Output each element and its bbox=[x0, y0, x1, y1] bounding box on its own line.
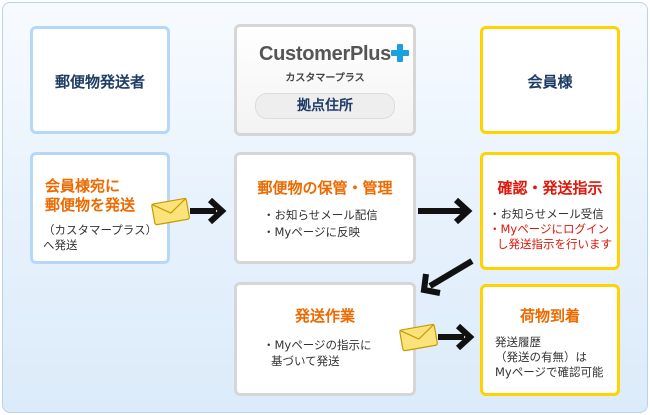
member-box: 会員様 bbox=[480, 26, 620, 134]
base-address-pill: 拠点住所 bbox=[255, 93, 395, 119]
step5-text: 発送履歴 （発送の有無）は Myページで確認可能 bbox=[495, 335, 604, 380]
step4-bullet-line1: ・Myページの指示に bbox=[263, 338, 372, 352]
envelope-icon bbox=[151, 197, 190, 226]
arrow-right-icon bbox=[438, 324, 475, 350]
step4-title: 発送作業 bbox=[294, 307, 355, 325]
step3-bullet-1: ・お知らせメール受信 bbox=[489, 207, 604, 221]
arrow-down-left-icon bbox=[420, 258, 474, 296]
step1-title-line1: 会員様宛に bbox=[45, 177, 121, 195]
plus-icon bbox=[391, 44, 409, 62]
step5-line3: Myページで確認可能 bbox=[495, 365, 604, 379]
logo-text: CustomerPlus bbox=[259, 43, 391, 65]
sender-box: 郵便物発送者 bbox=[30, 26, 170, 134]
step4-box: 発送作業 ・Myページの指示に 基づいて発送 bbox=[234, 282, 416, 396]
step1-note-line2: へ発送 bbox=[43, 238, 78, 252]
step3-bullets: ・お知らせメール受信 ・Myページにログイン し発送指示を行います bbox=[489, 207, 612, 252]
step2-bullet-1: ・お知らせメール配信 bbox=[263, 208, 378, 222]
step3-bullet-2-line1: ・Myページにログイン bbox=[489, 222, 609, 236]
envelope-icon bbox=[399, 323, 438, 352]
step3-box: 確認・発送指示 ・お知らせメール受信 ・Myページにログイン し発送指示を行いま… bbox=[480, 152, 620, 270]
member-label: 会員様 bbox=[527, 73, 573, 91]
step5-line2: （発送の有無）は bbox=[495, 350, 587, 364]
step5-line1: 発送履歴 bbox=[495, 335, 541, 349]
step3-bullet-2-line2: し発送指示を行います bbox=[497, 237, 612, 251]
logo-wordmark: CustomerPlus bbox=[237, 43, 413, 66]
step1-box: 会員様宛に 郵便物を発送 （カスタマープラス） へ発送 bbox=[30, 152, 170, 264]
step1-note: （カスタマープラス） へ発送 bbox=[43, 223, 157, 253]
arrow-right-icon bbox=[190, 198, 227, 224]
step2-bullet-2: ・Myページに反映 bbox=[263, 225, 360, 239]
step1-title-line2: 郵便物を発送 bbox=[45, 196, 136, 214]
step4-bullets: ・Myページの指示に 基づいて発送 bbox=[263, 337, 372, 369]
logo-subtitle: カスタマープラス bbox=[285, 73, 365, 84]
step2-box: 郵便物の保管・管理 ・お知らせメール配信 ・Myページに反映 bbox=[234, 152, 416, 264]
arrow-right-icon bbox=[418, 198, 473, 224]
step2-title: 郵便物の保管・管理 bbox=[257, 179, 393, 197]
step4-bullet-line2: 基づいて発送 bbox=[271, 354, 340, 368]
step2-bullets: ・お知らせメール配信 ・Myページに反映 bbox=[263, 207, 378, 241]
step1-title: 会員様宛に 郵便物を発送 bbox=[45, 177, 135, 215]
step5-title: 荷物到着 bbox=[519, 307, 580, 325]
base-box: CustomerPlus カスタマープラス 拠点住所 bbox=[234, 24, 416, 136]
sender-label: 郵便物発送者 bbox=[54, 73, 145, 91]
step3-title: 確認・発送指示 bbox=[497, 179, 603, 197]
step1-note-line1: （カスタマープラス） bbox=[43, 223, 158, 237]
step5-box: 荷物到着 発送履歴 （発送の有無）は Myページで確認可能 bbox=[480, 284, 620, 396]
